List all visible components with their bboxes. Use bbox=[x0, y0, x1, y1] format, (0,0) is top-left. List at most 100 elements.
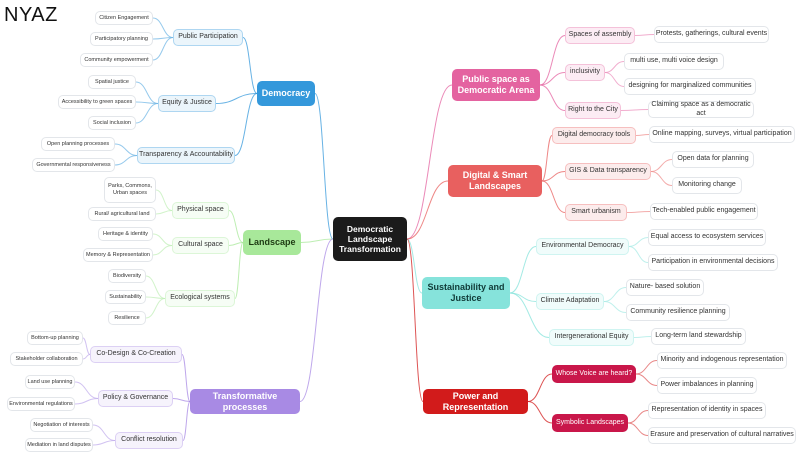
connector-line bbox=[145, 275, 166, 299]
leaf-open-planning-processes[interactable]: Open planning processes bbox=[41, 137, 115, 151]
connector-line bbox=[634, 34, 655, 36]
topic-inclusivity[interactable]: inclusivity bbox=[565, 64, 605, 81]
topic-public-participation[interactable]: Public Participation bbox=[173, 29, 243, 46]
connector-line bbox=[527, 401, 553, 424]
connector-line bbox=[234, 93, 258, 156]
connector-line bbox=[650, 171, 673, 186]
connector-line bbox=[152, 233, 173, 246]
connector-line bbox=[627, 422, 649, 436]
leaf-land-use-planning[interactable]: Land use planning bbox=[25, 375, 75, 389]
leaf-power-imbalances-in-planning[interactable]: Power imbalances in planning bbox=[657, 377, 757, 394]
topic-policy-governance[interactable]: Policy & Governance bbox=[98, 390, 173, 407]
topic-transparency-accountability[interactable]: Transparency & Accountability bbox=[137, 147, 235, 164]
topic-whose-voice-are-heard[interactable]: Whose Voice are heard? bbox=[552, 365, 636, 383]
leaf-spatial-justice[interactable]: Spatial justice bbox=[88, 75, 136, 89]
topic-intergenerational-equity[interactable]: Intergenerational Equity bbox=[549, 329, 634, 346]
connector-line bbox=[74, 381, 99, 399]
leaf-nature-based-solution[interactable]: Nature- based solution bbox=[626, 279, 704, 296]
connector-line bbox=[539, 72, 566, 86]
leaf-participation-in-environmental-decisions[interactable]: Participation in environmental decisions bbox=[648, 254, 778, 271]
leaf-online-mapping-surveys-virtual-participation[interactable]: Online mapping, surveys, virtual partici… bbox=[649, 126, 795, 143]
leaf-designing-for-marginalized-communities[interactable]: designing for marginalized communities bbox=[624, 78, 756, 95]
connector-line bbox=[152, 17, 174, 38]
topic-conflict-resolution[interactable]: Conflict resolution bbox=[115, 432, 183, 449]
connector-line bbox=[635, 373, 658, 386]
topic-smart-urbanism[interactable]: Smart urbanism bbox=[565, 204, 627, 221]
leaf-sustainability[interactable]: Sustainability bbox=[105, 290, 146, 304]
branch-transformative-processes[interactable]: Transformative processes bbox=[190, 389, 300, 414]
branch-democracy[interactable]: Democracy bbox=[257, 81, 315, 106]
branch-power-and-representation[interactable]: Power and Representation bbox=[423, 389, 528, 414]
leaf-minority-and-indogenous-representation[interactable]: Minority and indogenous representation bbox=[657, 352, 787, 369]
connector-line bbox=[182, 401, 191, 441]
connector-line bbox=[539, 35, 566, 86]
connector-line bbox=[603, 301, 627, 313]
leaf-protests-gatherings-cultural-events[interactable]: Protests, gatherings, cultural events bbox=[654, 26, 769, 43]
connector-line bbox=[509, 246, 537, 294]
center-node[interactable]: Democratic Landscape Transformation bbox=[333, 217, 407, 261]
connector-line bbox=[635, 134, 650, 136]
leaf-bottom-up-planning[interactable]: Bottom-up planning bbox=[27, 331, 83, 345]
connector-line bbox=[172, 398, 191, 402]
leaf-equal-access-to-ecosystem-services[interactable]: Equal access to ecosystem services bbox=[648, 229, 766, 246]
leaf-participatory-planning[interactable]: Participatory planning bbox=[90, 32, 153, 46]
topic-gis-data-transparency[interactable]: GIS & Data transparency bbox=[565, 163, 651, 180]
leaf-negotiation-of-interests[interactable]: Negotiation of interests bbox=[30, 418, 93, 432]
topic-right-to-the-city[interactable]: Right to the City bbox=[565, 102, 621, 119]
connector-line bbox=[406, 84, 453, 240]
topic-digital-democracy-tools[interactable]: Digital democracy tools bbox=[552, 127, 636, 144]
leaf-heritage-identity[interactable]: Heritage & identity bbox=[98, 227, 153, 241]
leaf-tech-enabled-public-engagement[interactable]: Tech-enabled public engagement bbox=[650, 203, 758, 220]
leaf-long-term-land-stewardship[interactable]: Long-term land stewardship bbox=[651, 328, 746, 345]
connector-line bbox=[635, 360, 658, 375]
branch-landscape[interactable]: Landscape bbox=[243, 230, 301, 255]
connector-line bbox=[114, 155, 138, 166]
connector-line bbox=[628, 246, 649, 263]
topic-physical-space[interactable]: Physical space bbox=[172, 202, 229, 219]
topic-spaces-of-assembly[interactable]: Spaces of assembly bbox=[565, 27, 635, 44]
topic-ecological-systems[interactable]: Ecological systems bbox=[165, 290, 235, 307]
leaf-accessibility-to-green-spaces[interactable]: Accessibility to green spaces bbox=[58, 95, 136, 109]
connector-line bbox=[627, 410, 649, 424]
topic-equity-justice[interactable]: Equity & Justice bbox=[158, 95, 216, 112]
connector-line bbox=[92, 424, 116, 441]
connector-line bbox=[242, 37, 258, 94]
leaf-monitoring-change[interactable]: Monitoring change bbox=[672, 177, 742, 194]
leaf-memory-representation[interactable]: Memory & Representation bbox=[83, 248, 153, 262]
connector-line bbox=[541, 135, 553, 182]
leaf-open-data-for-planning[interactable]: Open data for planning bbox=[672, 151, 754, 168]
leaf-claiming-space-as-a-democratic-act[interactable]: Claiming space as a democratic act bbox=[648, 101, 754, 118]
leaf-multi-use-multi-voice-design[interactable]: multi use, multi voice design bbox=[624, 53, 724, 70]
branch-digital-smart-landscapes[interactable]: Digital & Smart Landscapes bbox=[448, 165, 542, 197]
leaf-social-inclusion[interactable]: Social inclusion bbox=[88, 116, 136, 130]
connector-line bbox=[604, 72, 625, 87]
leaf-resilience[interactable]: Resilience bbox=[108, 311, 146, 325]
connector-line bbox=[509, 292, 550, 338]
leaf-rural-agricultural-land[interactable]: Rural/ agricultural land bbox=[88, 207, 156, 221]
leaf-environmental-regulations[interactable]: Environmental regulations bbox=[7, 397, 75, 411]
connector-line bbox=[145, 298, 166, 319]
connector-line bbox=[228, 210, 244, 243]
leaf-community-resilience-planning[interactable]: Community resilience planning bbox=[626, 304, 730, 321]
connector-line bbox=[628, 237, 649, 247]
connector-line bbox=[82, 354, 91, 360]
leaf-community-empowerment[interactable]: Community empowerment bbox=[80, 53, 153, 67]
topic-symbolic-landscapes[interactable]: Symbolic Landscapes bbox=[552, 414, 628, 432]
connector-line bbox=[539, 84, 566, 111]
leaf-governmental-responsiveness[interactable]: Governmental responsiveness bbox=[32, 158, 115, 172]
leaf-parks-commons-urban-spaces[interactable]: Parks, Commons, Urban spaces bbox=[104, 177, 156, 203]
connector-line bbox=[155, 189, 173, 211]
topic-climate-adaptation[interactable]: Climate Adaptation bbox=[536, 293, 604, 310]
leaf-mediation-in-land-disputes[interactable]: Mediation in land disputes bbox=[25, 438, 93, 452]
branch-public-space-as-democratic-arena[interactable]: Public space as Democratic Arena bbox=[452, 69, 540, 101]
topic-environmental-democracy[interactable]: Environmental Democracy bbox=[536, 238, 629, 255]
topic-co-design-co-creation[interactable]: Co-Design & Co-Creation bbox=[90, 346, 182, 363]
leaf-citizen-engagement[interactable]: Citizen Engagement bbox=[95, 11, 153, 25]
leaf-biodiversity[interactable]: Biodiversity bbox=[108, 269, 146, 283]
topic-cultural-space[interactable]: Cultural space bbox=[172, 237, 229, 254]
leaf-representation-of-identity-in-spaces[interactable]: Representation of identity in spaces bbox=[648, 402, 766, 419]
leaf-stakeholder-collaboration[interactable]: Stakeholder collaboration bbox=[10, 352, 83, 366]
leaf-erasure-and-preservation-of-cultural-narratives[interactable]: Erasure and preservation of cultural nar… bbox=[648, 427, 796, 444]
branch-sustainability-and-justice[interactable]: Sustainability and Justice bbox=[422, 277, 510, 309]
